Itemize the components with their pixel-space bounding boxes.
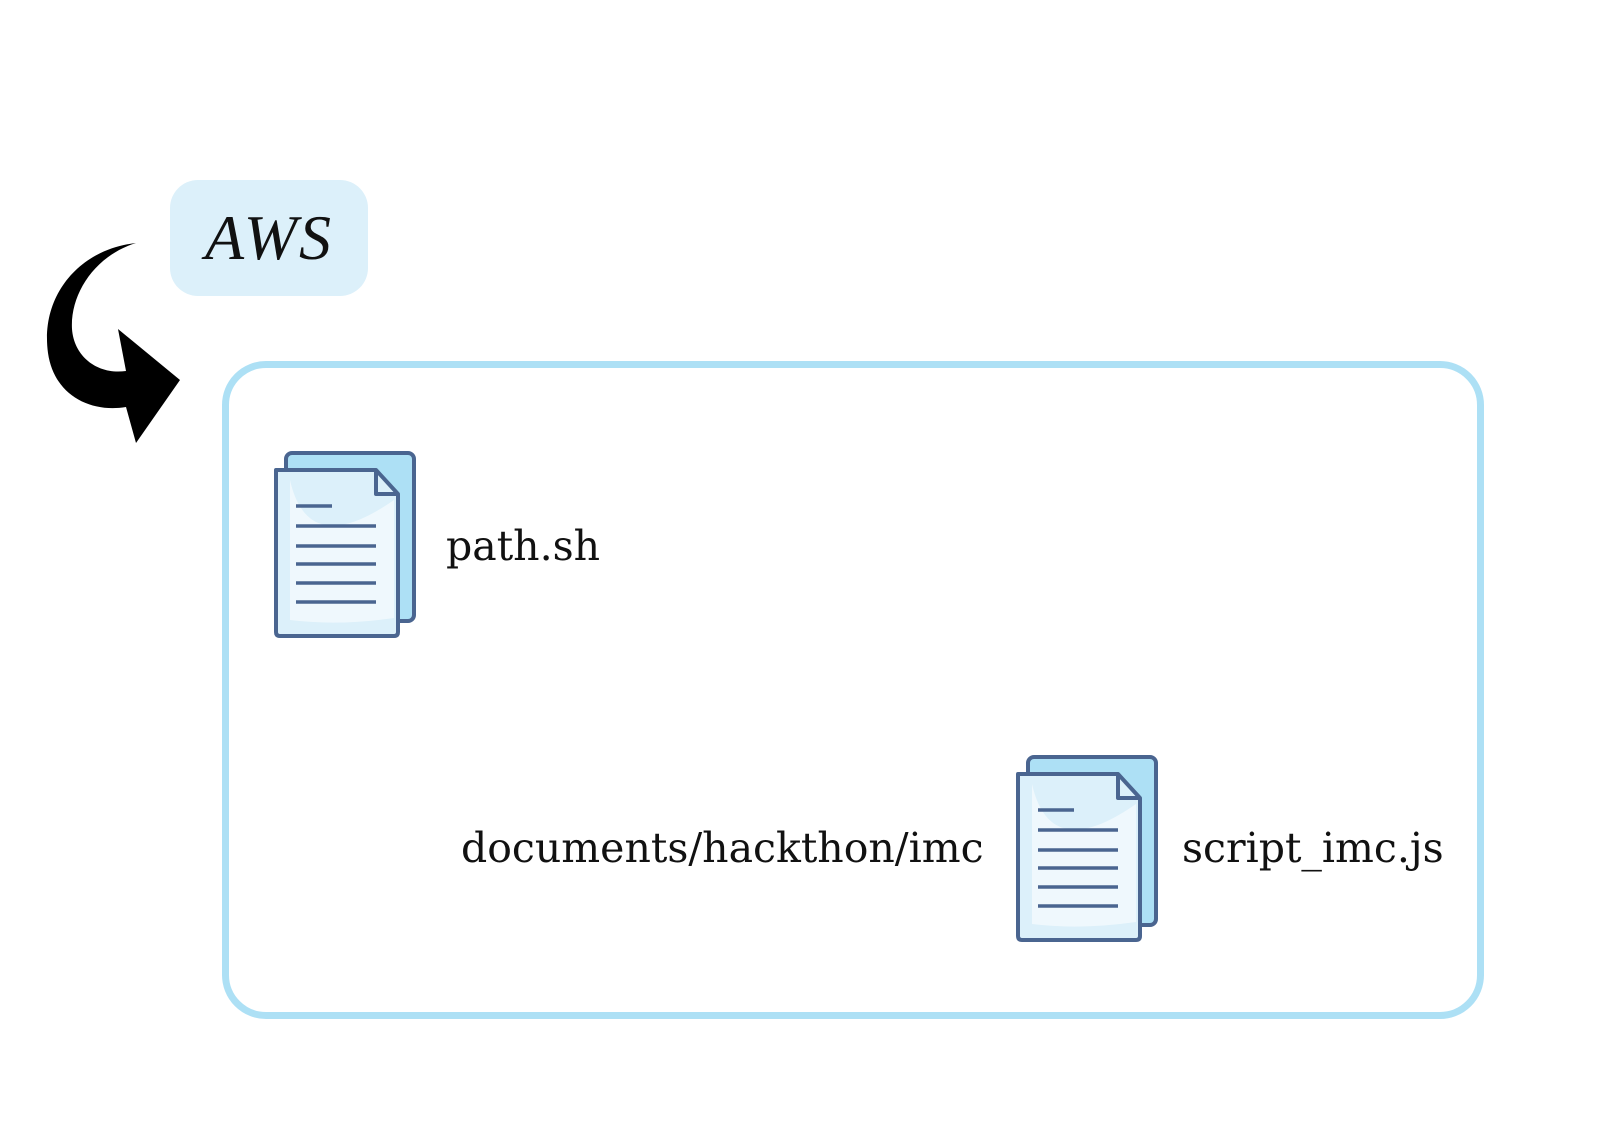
file-name-path-sh: path.sh [446, 522, 601, 570]
document-icon [1016, 755, 1158, 942]
server-container [222, 361, 1484, 1019]
file-name-script-imc-js: script_imc.js [1182, 824, 1444, 872]
aws-label: AWS [204, 202, 334, 273]
document-icon [274, 451, 416, 638]
directory-path-label: documents/hackthon/imc [461, 824, 984, 872]
curved-arrow-icon [46, 243, 180, 443]
aws-badge: AWS [170, 180, 368, 296]
